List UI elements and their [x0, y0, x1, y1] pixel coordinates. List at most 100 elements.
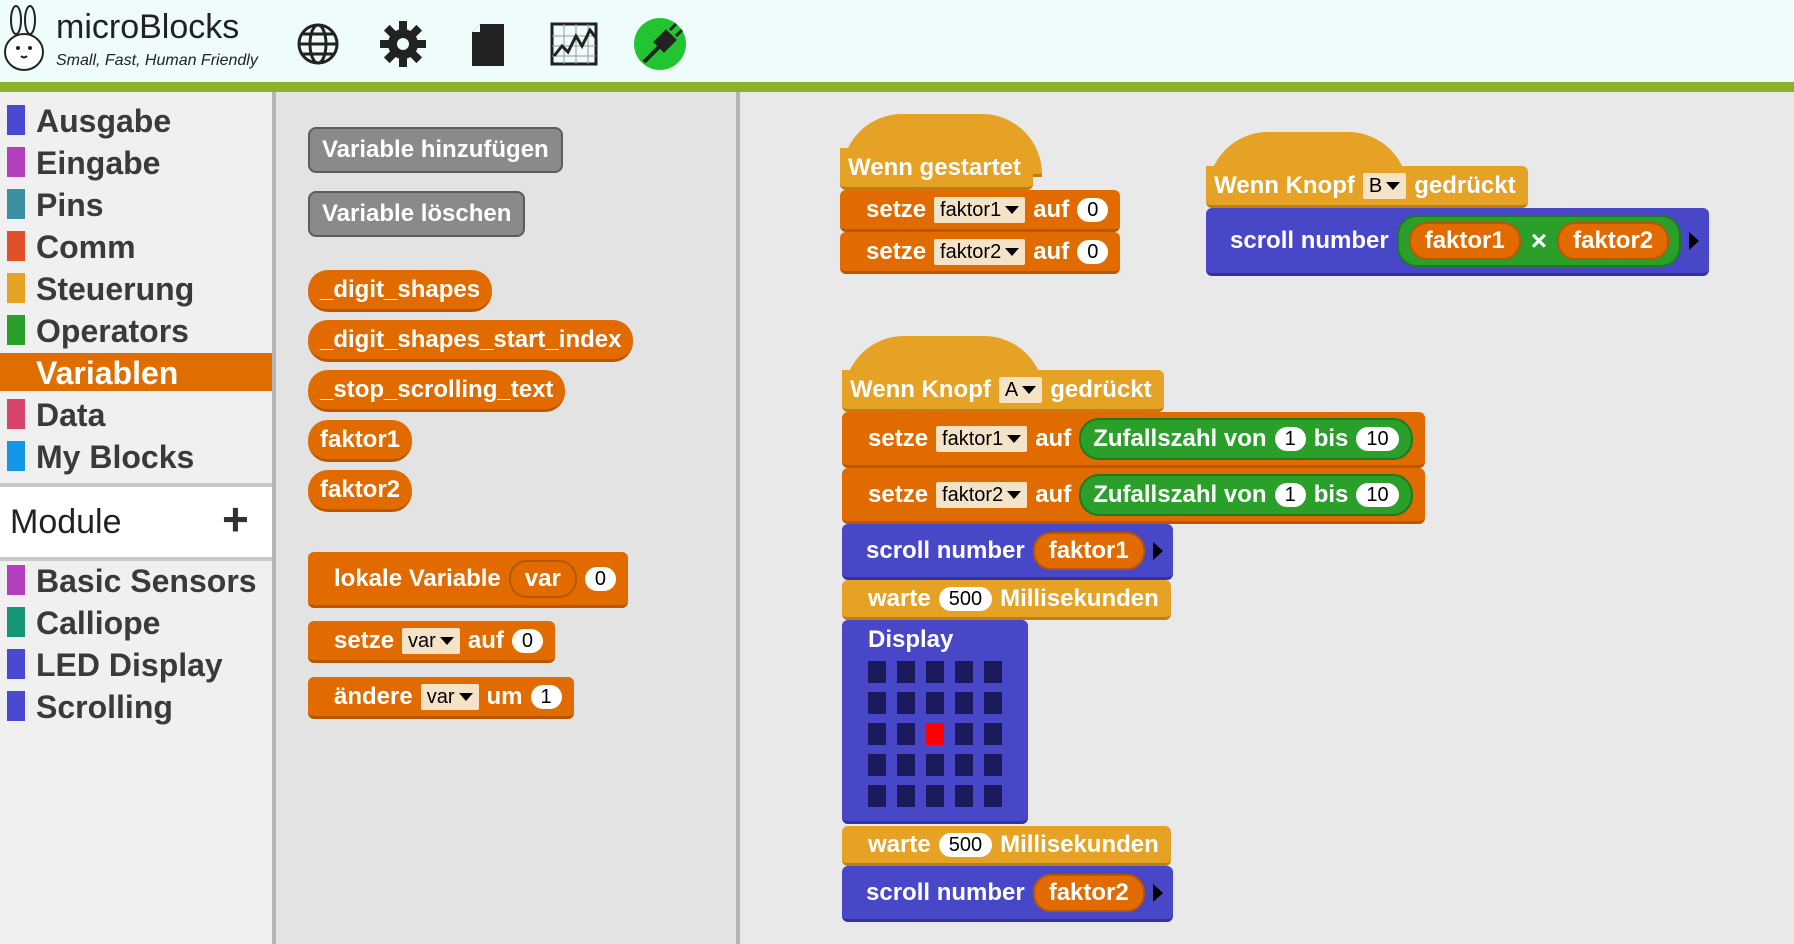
led-cell[interactable]: [868, 661, 886, 683]
globe-icon[interactable]: [290, 16, 346, 72]
category-steuerung[interactable]: Steuerung: [0, 269, 272, 307]
variable-dropdown[interactable]: faktor1: [934, 196, 1026, 223]
led-cell[interactable]: [984, 692, 1002, 714]
random-number-block[interactable]: Zufallszahl von 1 bis 10: [1079, 417, 1413, 460]
category-data[interactable]: Data: [0, 395, 272, 433]
local-var-name[interactable]: var: [508, 559, 577, 598]
when-button-a-pressed-hat-block[interactable]: Wenn Knopf A gedrückt: [842, 370, 1164, 412]
graph-icon[interactable]: [546, 16, 602, 72]
change-value-input[interactable]: 1: [530, 684, 562, 709]
category-ausgabe[interactable]: Ausgabe: [0, 101, 272, 139]
library-led-display[interactable]: LED Display: [0, 645, 272, 683]
category-eingabe[interactable]: Eingabe: [0, 143, 272, 181]
scroll-number-block[interactable]: scroll number faktor1: [842, 524, 1173, 580]
expand-arrow-icon[interactable]: [1152, 883, 1163, 902]
category-pins[interactable]: Pins: [0, 185, 272, 223]
random-min-input[interactable]: 1: [1274, 426, 1306, 451]
add-module-button[interactable]: +: [222, 493, 249, 545]
add-variable-button[interactable]: Variable hinzufügen: [308, 127, 563, 173]
category-color-swatch: [7, 691, 25, 721]
scroll-number-block[interactable]: scroll number faktor2: [842, 866, 1173, 922]
variable-reporter[interactable]: faktor1: [1408, 221, 1521, 260]
library-basic-sensors[interactable]: Basic Sensors: [0, 561, 272, 599]
variable-dropdown[interactable]: faktor1: [936, 425, 1028, 452]
set-variable-block[interactable]: setze faktor1 auf Zufallszahl von 1 bis …: [842, 412, 1425, 468]
local-variable-block[interactable]: lokale Variable var 0: [308, 552, 628, 608]
random-max-input[interactable]: 10: [1356, 482, 1399, 507]
variable-reporter[interactable]: faktor2: [1557, 221, 1670, 260]
led-cell[interactable]: [897, 692, 915, 714]
variable-dropdown[interactable]: var: [420, 683, 479, 710]
expand-arrow-icon[interactable]: [1152, 541, 1163, 560]
category-operators[interactable]: Operators: [0, 311, 272, 349]
led-cell[interactable]: [955, 661, 973, 683]
led-cell[interactable]: [926, 723, 944, 745]
led-cell[interactable]: [868, 723, 886, 745]
variable-block[interactable]: faktor1: [308, 420, 413, 462]
wait-block[interactable]: warte 500 Millisekunden: [842, 826, 1171, 866]
delete-variable-button[interactable]: Variable löschen: [308, 191, 526, 237]
led-cell[interactable]: [955, 754, 973, 776]
set-variable-block[interactable]: setze var auf 0: [308, 621, 555, 663]
variable-dropdown[interactable]: faktor2: [936, 481, 1028, 508]
category-my-blocks[interactable]: My Blocks: [0, 437, 272, 475]
random-min-input[interactable]: 1: [1274, 482, 1306, 507]
wait-ms-input[interactable]: 500: [938, 832, 993, 857]
variable-name: faktor1: [320, 425, 401, 453]
variable-block[interactable]: _stop_scrolling_text: [308, 370, 566, 412]
set-value-input[interactable]: 0: [1077, 197, 1109, 222]
led-cell[interactable]: [955, 785, 973, 807]
change-variable-block[interactable]: ändere var um 1: [308, 677, 574, 719]
led-cell[interactable]: [926, 785, 944, 807]
file-icon[interactable]: [460, 16, 516, 72]
multiply-operator-block[interactable]: faktor1 × faktor2: [1396, 214, 1682, 267]
button-dropdown[interactable]: B: [1362, 172, 1407, 199]
category-color-swatch: [7, 231, 25, 261]
led-cell[interactable]: [897, 661, 915, 683]
category-variablen[interactable]: Variablen: [0, 353, 272, 391]
random-number-block[interactable]: Zufallszahl von 1 bis 10: [1079, 473, 1413, 516]
led-cell[interactable]: [984, 723, 1002, 745]
set-variable-block[interactable]: setze faktor1 auf 0: [840, 190, 1121, 232]
led-cell[interactable]: [955, 723, 973, 745]
variable-reporter[interactable]: faktor2: [1032, 873, 1145, 912]
led-cell[interactable]: [955, 692, 973, 714]
led-cell[interactable]: [926, 661, 944, 683]
led-cell[interactable]: [984, 754, 1002, 776]
when-button-b-pressed-hat-block[interactable]: Wenn Knopf B gedrückt: [1206, 166, 1528, 208]
button-dropdown[interactable]: A: [998, 376, 1043, 403]
set-value-input[interactable]: 0: [511, 628, 543, 653]
variable-block[interactable]: faktor2: [308, 470, 413, 512]
scroll-number-block[interactable]: scroll number faktor1 × faktor2: [1206, 208, 1710, 276]
variable-dropdown[interactable]: faktor2: [934, 238, 1026, 265]
led-matrix[interactable]: [868, 661, 1002, 807]
led-cell[interactable]: [897, 785, 915, 807]
set-value-input[interactable]: 0: [1077, 239, 1109, 264]
wait-ms-input[interactable]: 500: [938, 586, 993, 611]
variable-block[interactable]: _digit_shapes: [308, 270, 493, 312]
variable-reporter[interactable]: faktor1: [1032, 531, 1145, 570]
library-scrolling[interactable]: Scrolling: [0, 687, 272, 725]
led-cell[interactable]: [897, 754, 915, 776]
library-calliope[interactable]: Calliope: [0, 603, 272, 641]
gear-icon[interactable]: [375, 16, 431, 72]
led-cell[interactable]: [984, 661, 1002, 683]
led-cell[interactable]: [868, 754, 886, 776]
led-cell[interactable]: [868, 692, 886, 714]
variable-dropdown[interactable]: var: [402, 627, 460, 654]
wait-block[interactable]: warte 500 Millisekunden: [842, 580, 1171, 620]
local-var-value[interactable]: 0: [584, 566, 616, 591]
expand-arrow-icon[interactable]: [1689, 231, 1700, 250]
led-cell[interactable]: [868, 785, 886, 807]
led-cell[interactable]: [926, 692, 944, 714]
led-cell[interactable]: [984, 785, 1002, 807]
led-cell[interactable]: [926, 754, 944, 776]
variable-block[interactable]: _digit_shapes_start_index: [308, 320, 634, 362]
led-cell[interactable]: [897, 723, 915, 745]
category-comm[interactable]: Comm: [0, 227, 272, 265]
set-variable-block[interactable]: setze faktor2 auf 0: [840, 232, 1121, 274]
usb-connected-icon[interactable]: [632, 16, 688, 72]
random-max-input[interactable]: 10: [1356, 426, 1399, 451]
set-variable-block[interactable]: setze faktor2 auf Zufallszahl von 1 bis …: [842, 468, 1425, 524]
when-started-hat-block[interactable]: Wenn gestartet: [840, 148, 1033, 190]
